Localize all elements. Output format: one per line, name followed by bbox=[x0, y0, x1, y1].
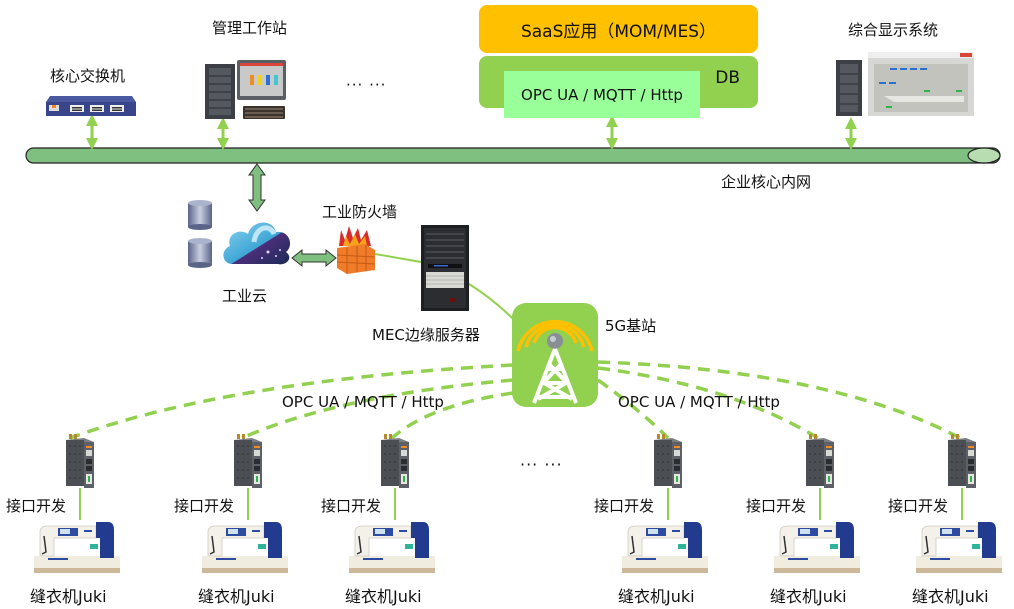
mec-server-icon bbox=[421, 225, 469, 311]
cloud-firewall-arrow bbox=[291, 248, 337, 268]
interface-dev-label: 接口开发 bbox=[174, 497, 235, 515]
mec-basestation-link bbox=[465, 281, 517, 323]
database-icon bbox=[188, 200, 212, 268]
iot-gateway-icon[interactable] bbox=[804, 434, 836, 490]
network-switch-icon bbox=[46, 96, 136, 116]
sewing-machine-label: 缝衣机Juki bbox=[912, 587, 989, 606]
display-system-label: 综合显示系统 bbox=[848, 21, 939, 39]
opc-right-label: OPC UA / MQTT / Http bbox=[618, 393, 780, 411]
firewall-mec-link bbox=[374, 253, 422, 263]
iot-gateway-icon[interactable] bbox=[64, 434, 96, 490]
wireless-link-1 bbox=[69, 363, 514, 440]
top-ellipsis: ··· ··· bbox=[346, 76, 387, 94]
opc-protocol-label: OPC UA / MQTT / Http bbox=[521, 85, 683, 104]
interface-dev-label: 接口开发 bbox=[321, 497, 382, 515]
sewing-machine-icon[interactable] bbox=[34, 518, 120, 574]
sewing-machine-icon[interactable] bbox=[622, 518, 708, 574]
interface-dev-label: 接口开发 bbox=[6, 497, 67, 515]
workstation-icon bbox=[205, 60, 286, 119]
sewing-machine-icon[interactable] bbox=[774, 518, 860, 574]
sewing-machine-icon[interactable] bbox=[916, 518, 1002, 574]
sewing-machine-icon[interactable] bbox=[202, 518, 288, 574]
bottom-ellipsis: ··· ··· bbox=[520, 455, 563, 474]
wireless-link-6 bbox=[597, 360, 961, 440]
sewing-machine-label: 缝衣机Juki bbox=[770, 587, 847, 606]
5g-base-station-icon[interactable] bbox=[512, 303, 598, 407]
gateway-machine-links bbox=[79, 488, 963, 520]
base-station-label: 5G基站 bbox=[605, 317, 657, 335]
bus-cloud-arrow bbox=[248, 163, 266, 212]
wireless-link-5 bbox=[597, 366, 819, 440]
sewing-machine-label: 缝衣机Juki bbox=[345, 587, 422, 606]
wireless-links bbox=[69, 360, 961, 440]
enterprise-network-bus bbox=[25, 147, 1001, 164]
industrial-cloud-icon bbox=[223, 222, 291, 265]
core-switch-label: 核心交换机 bbox=[50, 67, 126, 85]
opc-protocol-box: OPC UA / MQTT / Http bbox=[504, 71, 700, 118]
wireless-link-4 bbox=[596, 378, 670, 440]
iot-gateway-icon[interactable] bbox=[232, 434, 264, 490]
sewing-machine-label: 缝衣机Juki bbox=[30, 587, 107, 606]
opc-left-label: OPC UA / MQTT / Http bbox=[282, 393, 444, 411]
db-label: DB bbox=[715, 68, 740, 88]
industrial-cloud-label: 工业云 bbox=[222, 287, 268, 305]
interface-dev-label: 接口开发 bbox=[594, 497, 655, 515]
enterprise-network-label: 企业核心内网 bbox=[721, 173, 812, 191]
sewing-machine-label: 缝衣机Juki bbox=[618, 587, 695, 606]
iot-gateway-icon[interactable] bbox=[379, 434, 411, 490]
wireless-link-2 bbox=[241, 378, 514, 440]
sewing-machine-label: 缝衣机Juki bbox=[198, 587, 275, 606]
interface-dev-label: 接口开发 bbox=[888, 497, 949, 515]
interface-dev-label: 接口开发 bbox=[746, 497, 807, 515]
iot-gateway-icon[interactable] bbox=[946, 434, 978, 490]
sewing-machine-icon[interactable] bbox=[349, 518, 435, 574]
saas-app-box: SaaS应用（MOM/MES） bbox=[479, 5, 758, 53]
display-system-icon bbox=[836, 52, 974, 116]
saas-app-label: SaaS应用（MOM/MES） bbox=[520, 21, 717, 42]
firewall-label: 工业防火墙 bbox=[322, 203, 398, 221]
iot-gateway-icon[interactable] bbox=[652, 434, 684, 490]
mgmt-workstation-label: 管理工作站 bbox=[212, 19, 288, 37]
mec-server-label: MEC边缘服务器 bbox=[372, 326, 480, 344]
firewall-icon bbox=[336, 226, 376, 274]
